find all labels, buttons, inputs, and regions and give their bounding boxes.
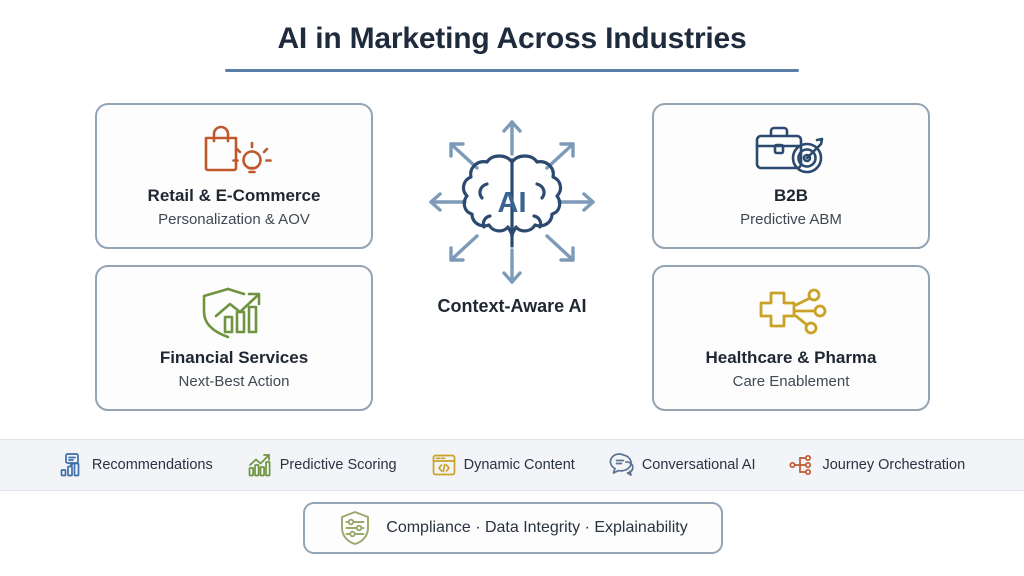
industry-card-healthcare[interactable]: Healthcare & Pharma Care Enablement xyxy=(652,265,930,411)
title-underline xyxy=(225,69,799,72)
governance-label: Compliance · Data Integrity · Explainabi… xyxy=(386,519,688,536)
card-title: Healthcare & Pharma xyxy=(705,348,877,367)
recommendations-chart-icon xyxy=(59,452,85,478)
card-title: Financial Services xyxy=(159,348,309,367)
governance-pill[interactable]: Compliance · Data Integrity · Explainabi… xyxy=(303,502,723,554)
brain-icon: AI xyxy=(417,112,607,292)
card-subtitle: Care Enablement xyxy=(732,373,850,390)
growth-chart-arrow-icon xyxy=(247,452,273,478)
capability-bar: Recommendations Predictive Scoring xyxy=(0,439,1024,491)
capability-conversational-ai[interactable]: Conversational AI xyxy=(609,452,756,478)
industry-card-b2b[interactable]: B2B Predictive ABM xyxy=(652,103,930,249)
context-aware-ai-hub: AI Context-Aware AI xyxy=(417,112,607,317)
capability-label: Journey Orchestration xyxy=(822,457,966,473)
card-title: B2B xyxy=(773,186,808,205)
capability-dynamic-content[interactable]: Dynamic Content xyxy=(431,452,575,478)
card-subtitle: Predictive ABM xyxy=(740,211,842,228)
capability-label: Conversational AI xyxy=(641,457,756,473)
medical-cross-network-icon xyxy=(751,281,831,343)
chat-bubbles-icon xyxy=(609,452,635,478)
shield-growth-chart-icon xyxy=(194,281,274,343)
page-title: AI in Marketing Across Industries xyxy=(277,22,747,55)
card-subtitle: Next-Best Action xyxy=(178,373,290,390)
node-tree-icon xyxy=(789,452,815,478)
capability-label: Dynamic Content xyxy=(463,457,575,473)
hub-label: Context-Aware AI xyxy=(437,296,587,316)
title-block: AI in Marketing Across Industries xyxy=(0,20,1024,72)
shield-sliders-icon xyxy=(338,509,372,547)
briefcase-target-icon xyxy=(751,119,831,181)
capability-recommendations[interactable]: Recommendations xyxy=(59,452,213,478)
capability-predictive-scoring[interactable]: Predictive Scoring xyxy=(247,452,397,478)
capability-label: Recommendations xyxy=(91,457,213,473)
card-title: Retail & E-Commerce xyxy=(147,186,321,205)
industry-card-financial-services[interactable]: Financial Services Next-Best Action xyxy=(95,265,373,411)
shopping-bag-lightbulb-icon xyxy=(196,119,272,181)
capability-journey-orchestration[interactable]: Journey Orchestration xyxy=(789,452,965,478)
browser-code-icon xyxy=(431,452,457,478)
capability-label: Predictive Scoring xyxy=(279,457,397,473)
card-subtitle: Personalization & AOV xyxy=(158,211,310,228)
ai-badge-text: AI xyxy=(498,187,527,219)
industry-card-retail[interactable]: Retail & E-Commerce Personalization & AO… xyxy=(95,103,373,249)
